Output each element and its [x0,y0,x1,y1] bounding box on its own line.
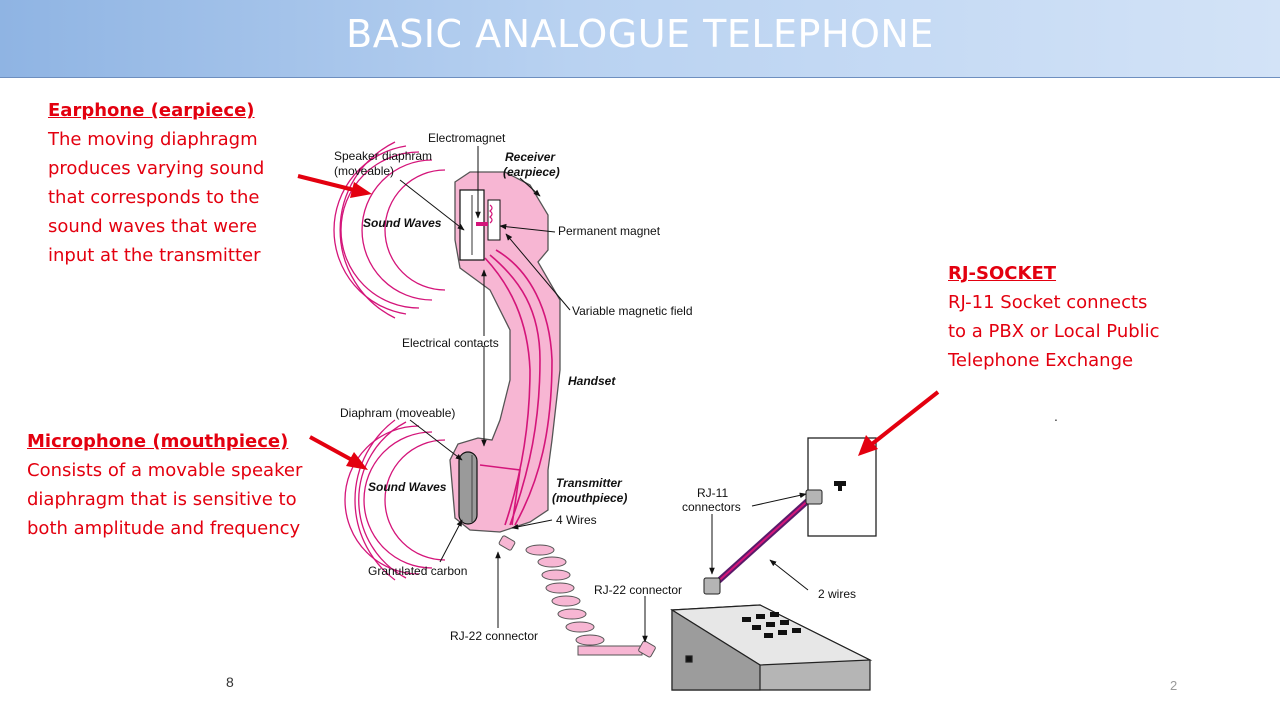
label-connectors: connectors [682,500,741,514]
sound-waves-bottom [344,419,446,581]
label-permanent-magnet: Permanent magnet [558,224,661,238]
coiled-cord [498,535,656,658]
label-receiver: Receiver [505,150,556,164]
callout-earphone-line: produces varying sound [48,158,265,179]
callout-rj-socket-line: RJ-11 Socket connects [948,292,1148,313]
callout-microphone-line: diaphragm that is sensitive to [27,489,297,510]
label-rj22-right: RJ-22 connector [594,583,682,597]
slide-title: BASIC ANALOGUE TELEPHONE [346,12,934,56]
transmitter-capsule [458,451,478,525]
callout-rj-socket-line: to a PBX or Local Public [948,321,1160,342]
label-electromagnet: Electromagnet [428,131,506,145]
handset-wires [479,249,553,526]
label-earpiece: (earpiece) [503,165,560,179]
page-number: 2 [1170,678,1178,693]
callout-microphone-heading: Microphone (mouthpiece) [27,431,289,452]
label-sound-waves-bottom: Sound Waves [368,480,447,494]
label-two-wires: 2 wires [818,587,856,601]
label-mouthpiece: (mouthpiece) [552,491,627,505]
label-variable-field: Variable magnetic field [572,304,693,318]
callout-earphone-line: input at the transmitter [48,245,261,266]
callout-rj-socket-line: Telephone Exchange [948,350,1134,371]
label-rj11: RJ-11 [697,486,728,500]
label-moveable: (moveable) [334,164,394,178]
label-electrical-contacts: Electrical contacts [402,336,499,350]
label-four-wires: 4 Wires [556,513,597,527]
label-speaker-diaphram: Speaker diaphram [334,149,432,163]
callout-rj-socket: RJ-SOCKET RJ-11 Socket connects to a PBX… [948,259,1160,375]
stray-mark: 8 [226,674,234,690]
telephone-base [670,604,873,691]
label-granulated-carbon: Granulated carbon [368,564,467,578]
label-sound-waves-top: Sound Waves [363,216,442,230]
callout-earphone-line: sound waves that were [48,216,258,237]
callout-earphone-line: that corresponds to the [48,187,260,208]
callout-earphone-line: The moving diaphragm [48,129,258,150]
callout-microphone-line: both amplitude and frequency [27,518,301,539]
dot-mark: . [1054,408,1058,424]
red-arrows [297,174,940,470]
callout-microphone-line: Consists of a movable speaker [27,460,303,481]
label-transmitter: Transmitter [556,476,623,490]
callout-earphone: Earphone (earpiece) The moving diaphragm… [48,96,264,270]
callout-rj-socket-heading: RJ-SOCKET [948,263,1057,284]
label-handset: Handset [568,374,616,388]
callout-earphone-heading: Earphone (earpiece) [48,100,255,121]
label-diaphram-moveable: Diaphram (moveable) [340,406,455,420]
callout-microphone: Microphone (mouthpiece) Consists of a mo… [27,427,302,543]
title-bar: BASIC ANALOGUE TELEPHONE [0,0,1280,78]
label-rj22-bottom: RJ-22 connector [450,629,538,643]
sound-waves-top [333,141,446,319]
